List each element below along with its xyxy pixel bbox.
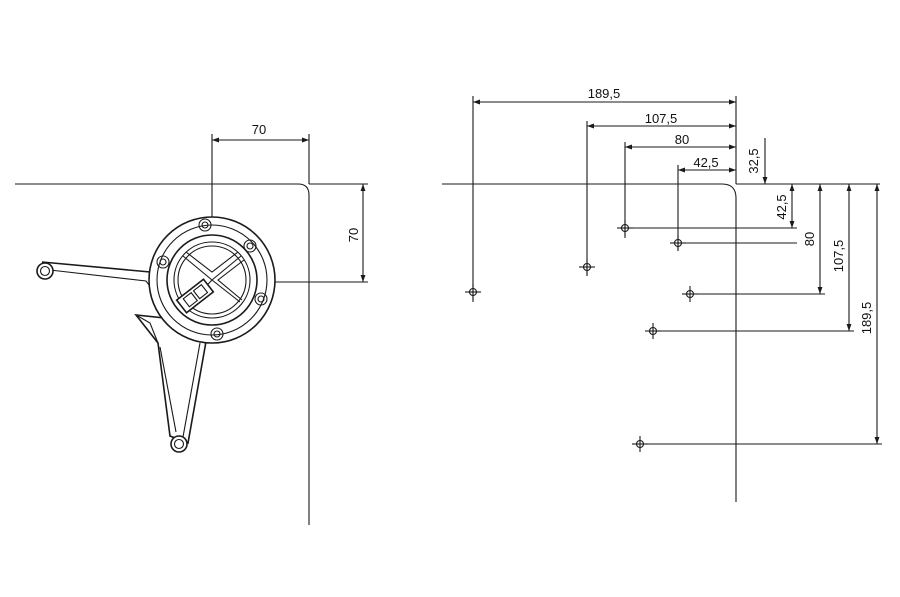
locking-clip <box>175 278 215 314</box>
dimension-label-vertical: 70 <box>346 228 361 242</box>
dimension-label-horizontal: 107,5 <box>645 111 678 126</box>
right-view: 189,5 107,5 80 42,5 32,5 42,5 80 107,5 1… <box>442 86 882 502</box>
hole-markers <box>465 220 698 452</box>
dimension-label-horizontal: 80 <box>675 132 689 147</box>
dimension-label-vertical: 189,5 <box>859 302 874 335</box>
mounting-plate-hub <box>173 241 251 319</box>
left-view: 70 70 <box>15 122 368 525</box>
table-corner-outline <box>15 183 310 525</box>
mounting-plate-inner-ring <box>166 234 258 326</box>
hole-marker <box>579 259 595 275</box>
hole-marker <box>632 436 648 452</box>
screw-hole-foot-bottom <box>170 435 188 453</box>
dimension-label-vertical: 32,5 <box>746 148 761 173</box>
table-corner-outline <box>442 183 737 502</box>
bracket-rib <box>135 314 159 344</box>
screw-hole <box>156 255 170 269</box>
hole-marker <box>617 220 633 236</box>
screw-hole-inner <box>201 221 209 229</box>
screw-hole-inner <box>257 295 265 303</box>
hole-marker <box>645 323 661 339</box>
mounting-plate-hub-inner <box>177 245 247 315</box>
plate-screw-holes <box>156 218 268 341</box>
leg-bracket <box>36 216 276 453</box>
screw-hole-foot-bottom-inner <box>173 438 185 450</box>
mounting-plate-ring <box>156 224 268 336</box>
screw-hole <box>254 292 268 306</box>
screw-hole <box>198 218 212 232</box>
hole-marker <box>465 284 481 300</box>
hole-marker <box>670 235 686 251</box>
hole-marker <box>682 286 698 302</box>
screw-hole-inner <box>159 258 167 266</box>
dimension-label-vertical: 107,5 <box>831 240 846 273</box>
dimension-label-horizontal: 70 <box>252 122 266 137</box>
bracket-arm-lower-inner <box>159 342 201 438</box>
screw-hole-inner <box>213 330 221 338</box>
screw-hole <box>210 327 224 341</box>
dimension-label-vertical: 80 <box>802 232 817 246</box>
dimension-label-horizontal: 42,5 <box>693 155 718 170</box>
screw-hole-inner <box>246 242 254 250</box>
dimension-label-horizontal: 189,5 <box>588 86 621 101</box>
screw-hole-foot-left-inner <box>39 265 51 277</box>
screw-hole-foot-left <box>36 262 54 280</box>
dimension-label-vertical: 42,5 <box>774 194 789 219</box>
screw-hole <box>243 239 257 253</box>
